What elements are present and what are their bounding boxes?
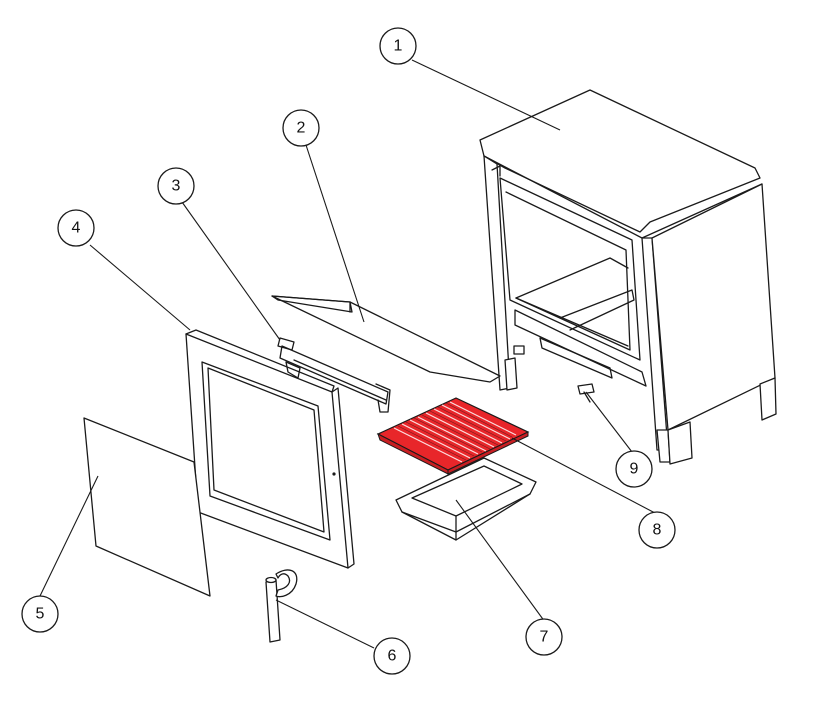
- callout-7: 7: [525, 618, 563, 656]
- callout-label: 6: [388, 648, 397, 665]
- door-frame: [185, 329, 355, 569]
- callout-8: 8: [638, 511, 676, 549]
- glass-panel: [83, 417, 211, 597]
- callout-label: 2: [297, 120, 306, 137]
- ash-pan: [395, 457, 537, 541]
- callout-label: 4: [72, 220, 81, 237]
- grate-rail: [277, 337, 391, 413]
- fire-grate: [376, 397, 530, 475]
- callout-label: 8: [653, 522, 662, 539]
- callout-label: 5: [36, 606, 45, 623]
- callout-9: 9: [615, 450, 653, 488]
- callout-label: 7: [540, 629, 549, 646]
- callout-6: 6: [373, 637, 411, 675]
- door-handle: [265, 569, 298, 643]
- callout-5: 5: [21, 595, 59, 633]
- callout-label: 9: [630, 461, 639, 478]
- baffle-plate: [271, 295, 501, 383]
- callout-4: 4: [57, 209, 95, 247]
- callout-label: 3: [172, 178, 181, 195]
- callout-label: 1: [394, 38, 403, 55]
- callout-1: 1: [379, 27, 417, 65]
- stove-body: [479, 89, 777, 465]
- latch-clip: [577, 383, 595, 403]
- callout-2: 2: [282, 109, 320, 147]
- leader-lines: [39, 59, 656, 649]
- callout-3: 3: [157, 167, 195, 205]
